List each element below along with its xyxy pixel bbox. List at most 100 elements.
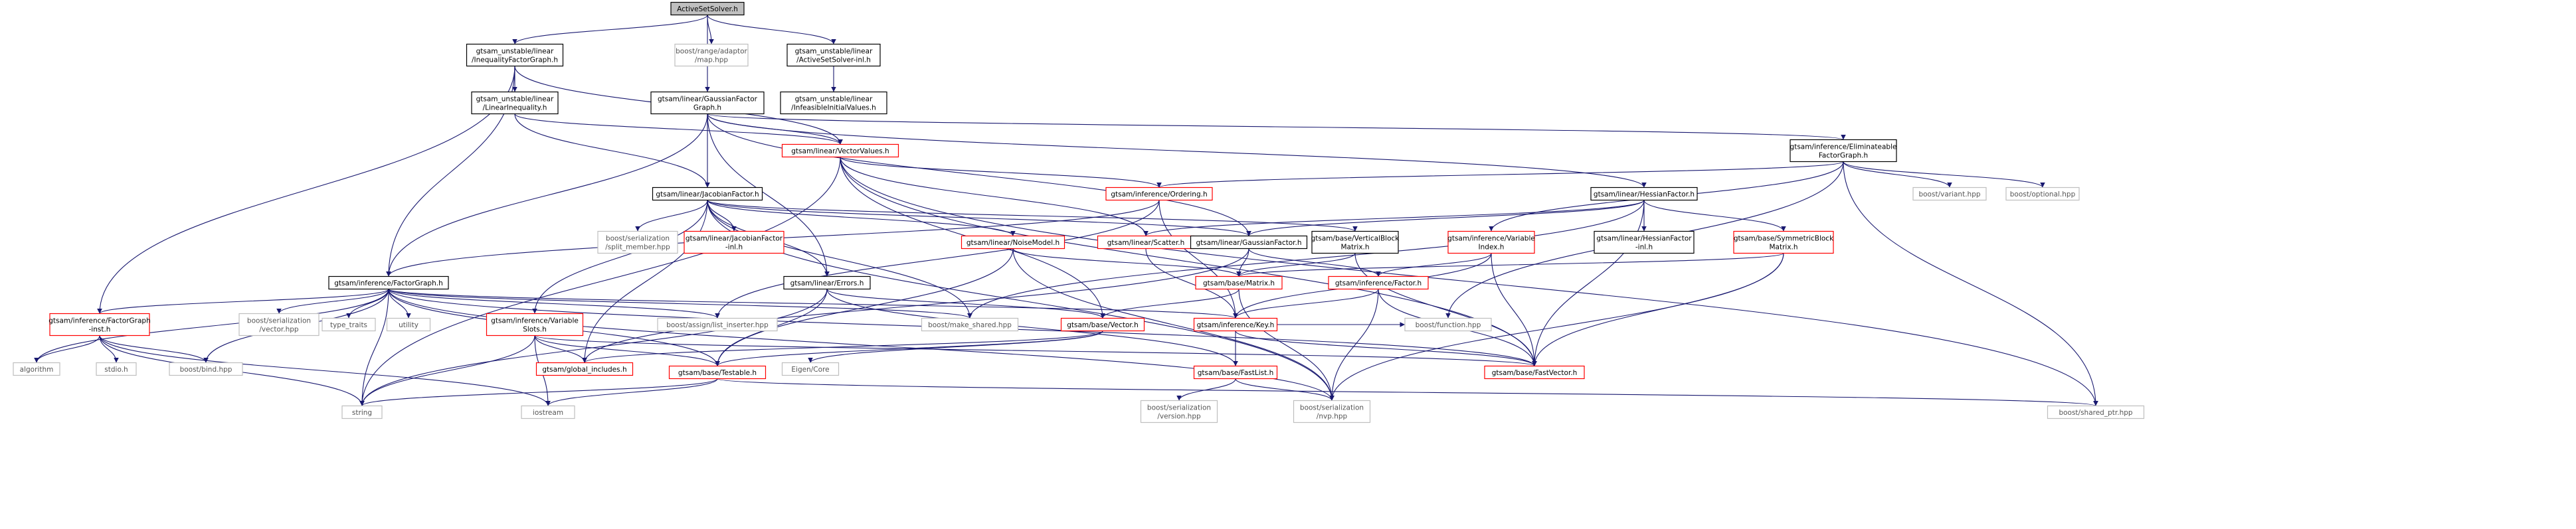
node-box <box>466 43 564 67</box>
node-box <box>961 235 1065 250</box>
edge-VariableIndex-to-Factor <box>1376 253 1492 277</box>
node-label: stdio.h <box>104 366 128 374</box>
node-VectorValues[interactable]: gtsam/linear/VectorValues.h <box>781 143 899 158</box>
node-Key[interactable]: gtsam/inference/Key.h <box>1193 317 1278 332</box>
node-FactorGraph[interactable]: gtsam/inference/FactorGraph.h <box>328 275 449 290</box>
node-globalIncludes[interactable]: gtsam/global_includes.h <box>535 362 634 376</box>
node-box <box>486 313 584 337</box>
edge-GaussianFactorGraph-to-EliminateableFactorGraph <box>707 113 1846 140</box>
node-HessianFactorInl[interactable]: gtsam/linear/HessianFactor-inl.h <box>1594 230 1695 254</box>
node-GaussianFactor[interactable]: gtsam/linear/GaussianFactor.h <box>1190 235 1308 250</box>
edge-ActiveSetSolver-to-InequalityFactorGraph <box>512 15 708 44</box>
node-label: boost/shared_ptr.hpp <box>2059 409 2132 417</box>
node-label: gtsam/global_includes.h <box>542 366 626 374</box>
node-iostream: iostream <box>521 405 575 419</box>
node-rangeMap: boost/range/adaptor/map.hpp <box>674 43 749 67</box>
node-Scatter[interactable]: gtsam/linear/Scatter.h <box>1097 235 1195 250</box>
node-label: Matrix.h <box>1769 244 1797 252</box>
node-label: utility <box>399 321 418 329</box>
node-label: boost/bind.hpp <box>180 366 232 374</box>
node-label: gtsam/base/FastList.h <box>1198 369 1273 377</box>
node-label: boost/make_shared.hpp <box>928 321 1012 329</box>
node-box <box>169 362 243 376</box>
node-FastVector[interactable]: gtsam/base/FastVector.h <box>1484 365 1585 380</box>
node-EliminateableFactorGraph[interactable]: gtsam/inference/EliminateableFactorGraph… <box>1790 139 1897 163</box>
edge-FactorGraph-to-FactorGraphInst <box>97 289 389 314</box>
node-label: gtsam/linear/NoiseModel.h <box>966 239 1059 247</box>
edge-Matrix-to-Vector <box>1100 289 1240 319</box>
node-Matrix[interactable]: gtsam/base/Matrix.h <box>1195 275 1283 290</box>
edge-FactorGraph-to-utility <box>388 289 411 319</box>
node-bind: boost/bind.hpp <box>169 362 243 376</box>
edge-FastList-to-serNvp <box>1235 378 1334 401</box>
node-label: gtsam/base/Matrix.h <box>1203 279 1275 287</box>
node-InequalityFactorGraph[interactable]: gtsam_unstable/linear/InequalityFactorGr… <box>466 43 564 67</box>
edge-EliminateableFactorGraph-to-variant <box>1843 161 1952 188</box>
edge-NoiseModel-to-serNvp <box>1012 248 1334 401</box>
edge-LinearInequality-to-VectorValues <box>514 113 843 145</box>
node-label: gtsam/linear/HessianFactor <box>1596 235 1692 243</box>
edge-HessianFactor-to-FastVector <box>1532 200 1645 366</box>
node-label: FactorGraph.h <box>1819 152 1868 160</box>
node-box <box>1190 235 1308 250</box>
edge-GaussianFactorGraph-to-FactorGraph <box>386 113 708 277</box>
node-label: /InequalityFactorGraph.h <box>472 56 558 64</box>
node-box <box>96 362 137 376</box>
node-ActiveSetSolverInl[interactable]: gtsam_unstable/linear/ActiveSetSolver-in… <box>786 43 881 67</box>
node-box <box>1328 275 1429 290</box>
node-label: /split_member.hpp <box>605 244 670 252</box>
edge-JacobianFactor-to-makeShared <box>707 200 972 319</box>
edge-Scatter-to-Key <box>1145 248 1238 319</box>
node-box <box>674 43 749 67</box>
node-Vector[interactable]: gtsam/base/Vector.h <box>1060 317 1145 332</box>
node-JacobianFactor[interactable]: gtsam/linear/JacobianFactor.h <box>652 187 763 201</box>
node-JacobianFactorInl[interactable]: gtsam/linear/JacobianFactor-inl.h <box>684 230 784 254</box>
node-Ordering[interactable]: gtsam/inference/Ordering.h <box>1105 187 1213 201</box>
node-box <box>1105 187 1213 201</box>
node-box <box>322 317 376 332</box>
node-box <box>1404 317 1492 332</box>
node-box <box>1912 187 1987 201</box>
node-function: boost/function.hpp <box>1404 317 1492 332</box>
node-box <box>1060 317 1145 332</box>
node-LinearInequality[interactable]: gtsam_unstable/linear/LinearInequality.h <box>471 91 559 115</box>
node-FastList[interactable]: gtsam/base/FastList.h <box>1193 365 1278 380</box>
node-box <box>13 362 60 376</box>
node-label: -inl.h <box>725 244 743 252</box>
node-ActiveSetSolver[interactable]: ActiveSetSolver.h <box>670 1 745 16</box>
edge-FactorGraphInst-to-algorithm <box>34 335 100 363</box>
edge-Errors-to-string <box>359 289 828 406</box>
node-InfeasibleInitialValues[interactable]: gtsam_unstable/linear/InfeasibleInitialV… <box>780 91 887 115</box>
edge-NoiseModel-to-Matrix <box>1012 248 1242 277</box>
node-label: Slots.h <box>523 326 547 334</box>
edge-Ordering-to-Key <box>1158 200 1238 319</box>
node-box <box>1293 400 1371 423</box>
node-label: gtsam/linear/GaussianFactor <box>658 96 758 104</box>
node-Factor[interactable]: gtsam/inference/Factor.h <box>1328 275 1429 290</box>
edge-HessianFactor-to-Scatter <box>1143 200 1645 236</box>
node-box <box>1195 275 1283 290</box>
node-Testable[interactable]: gtsam/base/Testable.h <box>668 365 767 380</box>
edge-Ordering-to-listInserter <box>715 200 1160 319</box>
node-FactorGraphInst[interactable]: gtsam/inference/FactorGraph-inst.h <box>48 313 151 337</box>
edge-JacobianFactor-to-GaussianFactor <box>707 200 1251 236</box>
node-box <box>657 317 778 332</box>
node-HessianFactor[interactable]: gtsam/linear/HessianFactor.h <box>1590 187 1698 201</box>
node-Errors[interactable]: gtsam/linear/Errors.h <box>783 275 871 290</box>
node-box <box>1193 317 1278 332</box>
edge-FactorGraph-to-makeShared <box>388 289 972 319</box>
node-box <box>238 313 320 337</box>
node-box <box>1594 230 1695 254</box>
edge-Factor-to-serNvp <box>1329 289 1379 401</box>
node-label: boost/range/adaptor <box>676 48 747 56</box>
node-layer: ActiveSetSolver.h gtsam_unstable/linear/I… <box>13 1 2145 423</box>
node-label: boost/serialization <box>1300 404 1364 412</box>
node-NoiseModel[interactable]: gtsam/linear/NoiseModel.h <box>961 235 1065 250</box>
node-box <box>1193 365 1278 380</box>
